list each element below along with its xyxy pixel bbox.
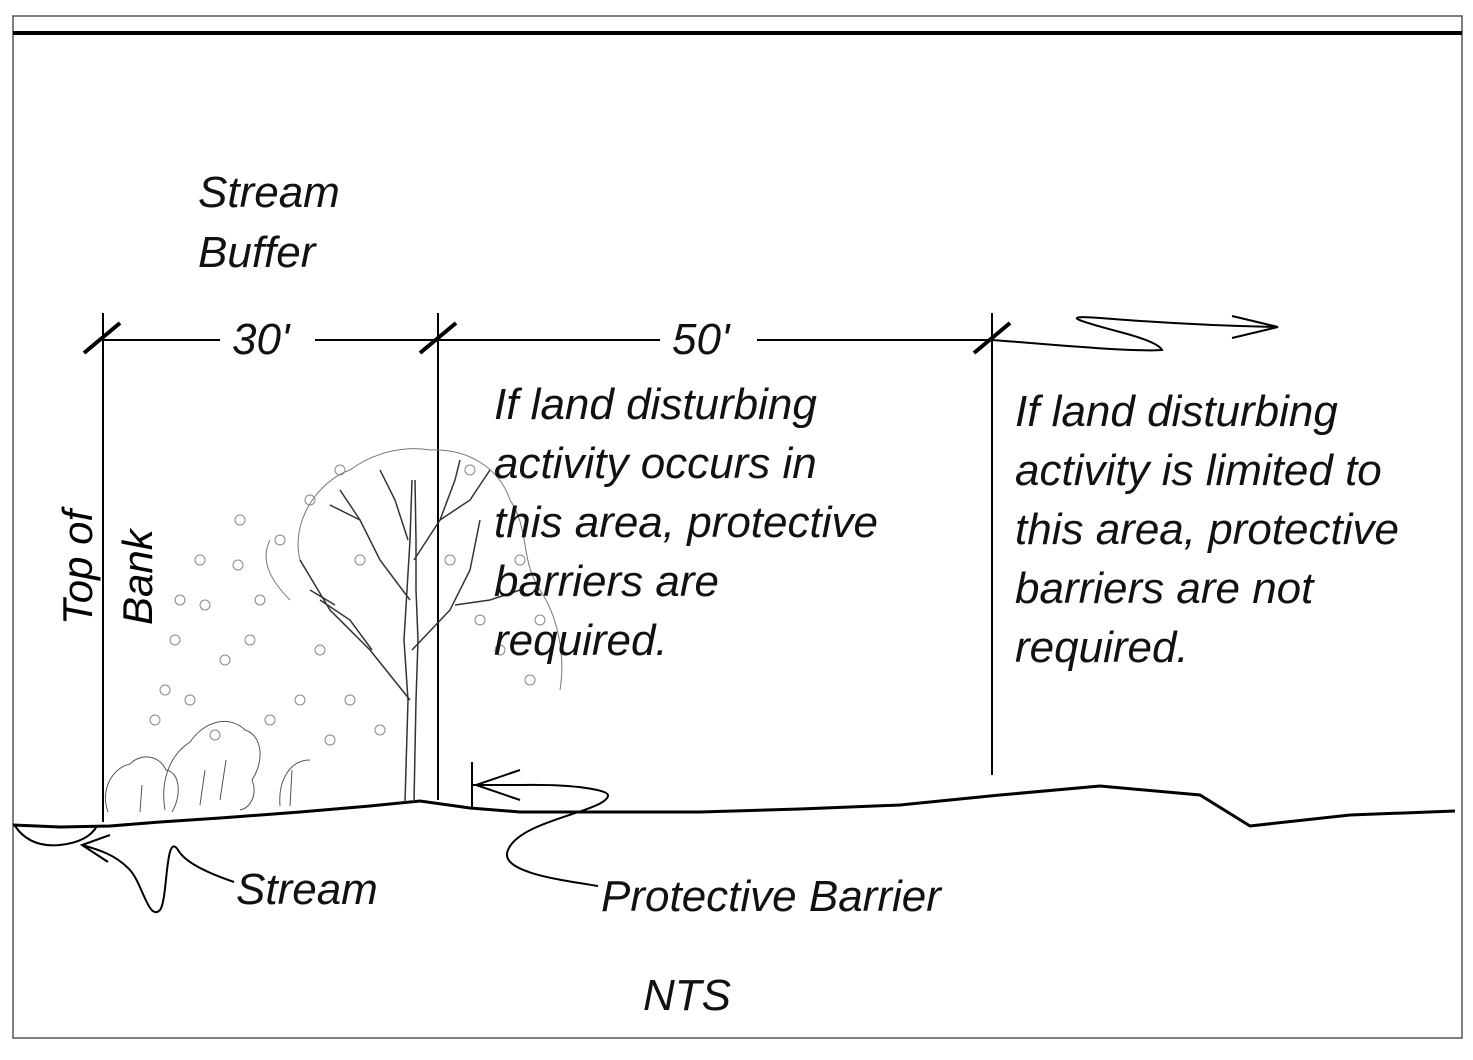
zone-barriers-required-note: If land disturbing activity occurs in th… — [494, 375, 878, 670]
zone-not-required-line-4: barriers are not — [1015, 564, 1314, 613]
stream-buffer-title-line-2: Buffer — [198, 228, 316, 277]
vegetation — [104, 448, 563, 813]
top-of-bank-line-2: Bank — [114, 529, 161, 625]
zone-not-required-line-3: this area, protective — [1015, 505, 1399, 554]
tree-crown-icon — [265, 448, 563, 691]
ground-line — [12, 784, 1456, 829]
leaf-scatter-icon — [149, 464, 546, 746]
continuation-arrow — [991, 316, 1279, 352]
zone-not-required-line-5: required. — [1015, 623, 1189, 672]
scale-nts-label: NTS — [643, 971, 731, 1020]
barrier-arrowhead — [472, 769, 521, 801]
stream-arrowhead — [79, 834, 111, 863]
zone-required-line-2: activity occurs in — [494, 439, 817, 488]
frame-border — [12, 15, 1463, 1039]
zone-not-required-line-1: If land disturbing — [1015, 387, 1338, 436]
stream-buffer-title: Stream Buffer — [198, 163, 340, 283]
top-of-bank-line-1: Top of — [54, 509, 101, 625]
shrub-icon — [104, 721, 311, 813]
zone-barriers-not-required-note: If land disturbing activity is limited t… — [1015, 382, 1399, 677]
tick-30 — [418, 321, 458, 355]
protective-barrier-label: Protective Barrier — [601, 872, 941, 921]
stream-channel — [14, 825, 98, 847]
dimension-ticks — [82, 321, 1012, 355]
zone-required-line-3: this area, protective — [494, 498, 878, 547]
dimension-line — [103, 315, 1279, 352]
top-of-bank-label: Top of Bank — [48, 465, 168, 625]
stream-buffer-title-line-1: Stream — [198, 168, 340, 217]
stream-label: Stream — [236, 865, 378, 914]
tree-trunk-icon — [299, 459, 521, 803]
zone-required-line-1: If land disturbing — [494, 380, 817, 429]
zone-required-line-4: barriers are — [494, 557, 719, 606]
continuation-arrowhead — [1231, 315, 1279, 339]
zone-not-required-line-2: activity is limited to — [1015, 446, 1382, 495]
stream-leader — [79, 834, 235, 914]
dimension-30-label: 30' — [232, 315, 290, 364]
protective-barrier — [471, 762, 609, 887]
barrier-leader — [505, 783, 609, 887]
tick-50 — [972, 321, 1012, 355]
dimension-50-label: 50' — [672, 315, 730, 364]
zone-required-line-5: required. — [494, 616, 668, 665]
tick-top-of-bank — [82, 321, 122, 355]
